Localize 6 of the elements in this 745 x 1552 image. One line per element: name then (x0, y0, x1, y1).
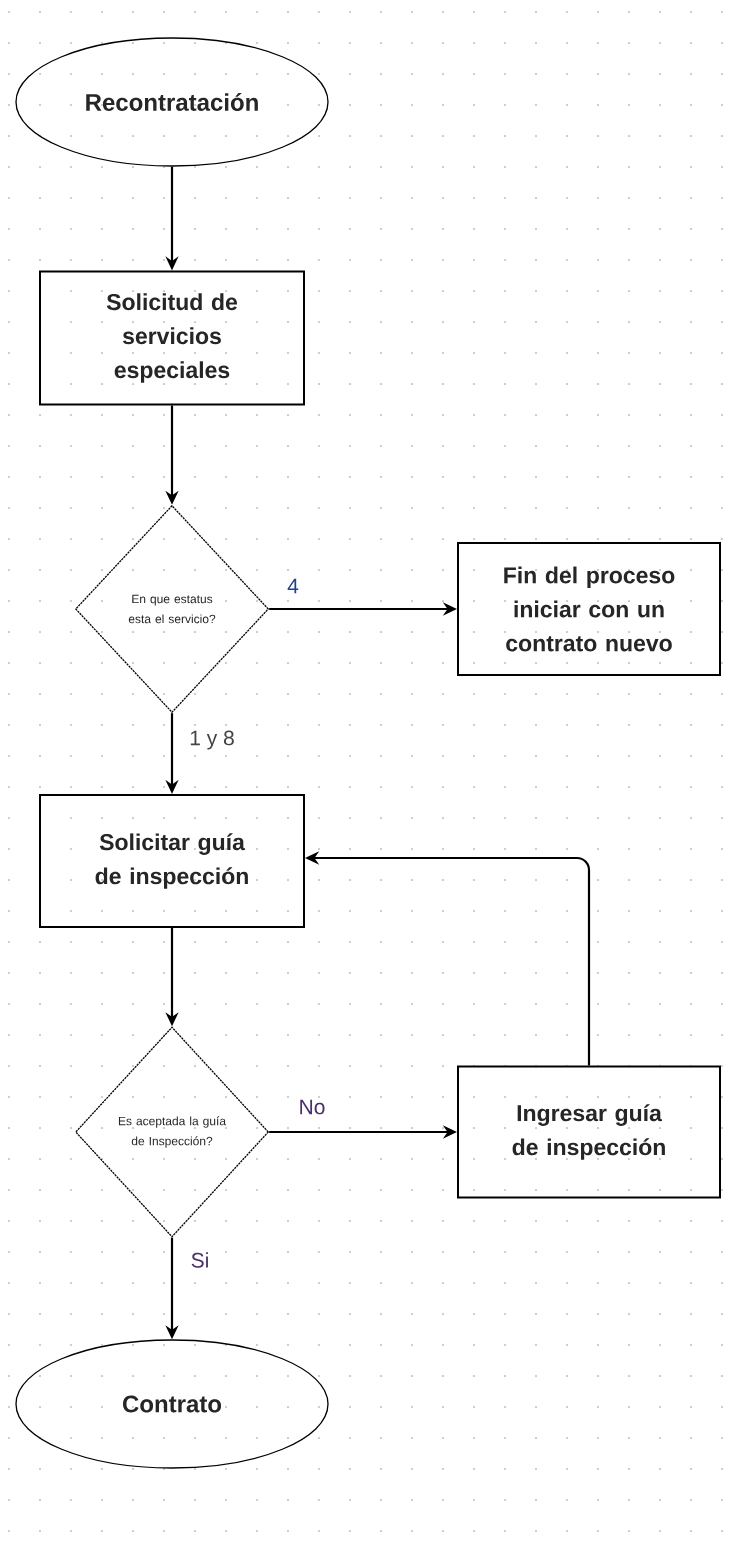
process-box: Fin del proceso iniciar con un contrato nuevo (457, 542, 721, 676)
process-box: Ingresar guía de inspección (457, 1065, 721, 1199)
process-box: Solicitar guía de inspección (39, 794, 305, 928)
process-box: Solicitud de servicios especiales (39, 270, 305, 406)
edge-label: 1 y 8 (188, 729, 236, 751)
edge-label: Si (189, 1251, 211, 1269)
